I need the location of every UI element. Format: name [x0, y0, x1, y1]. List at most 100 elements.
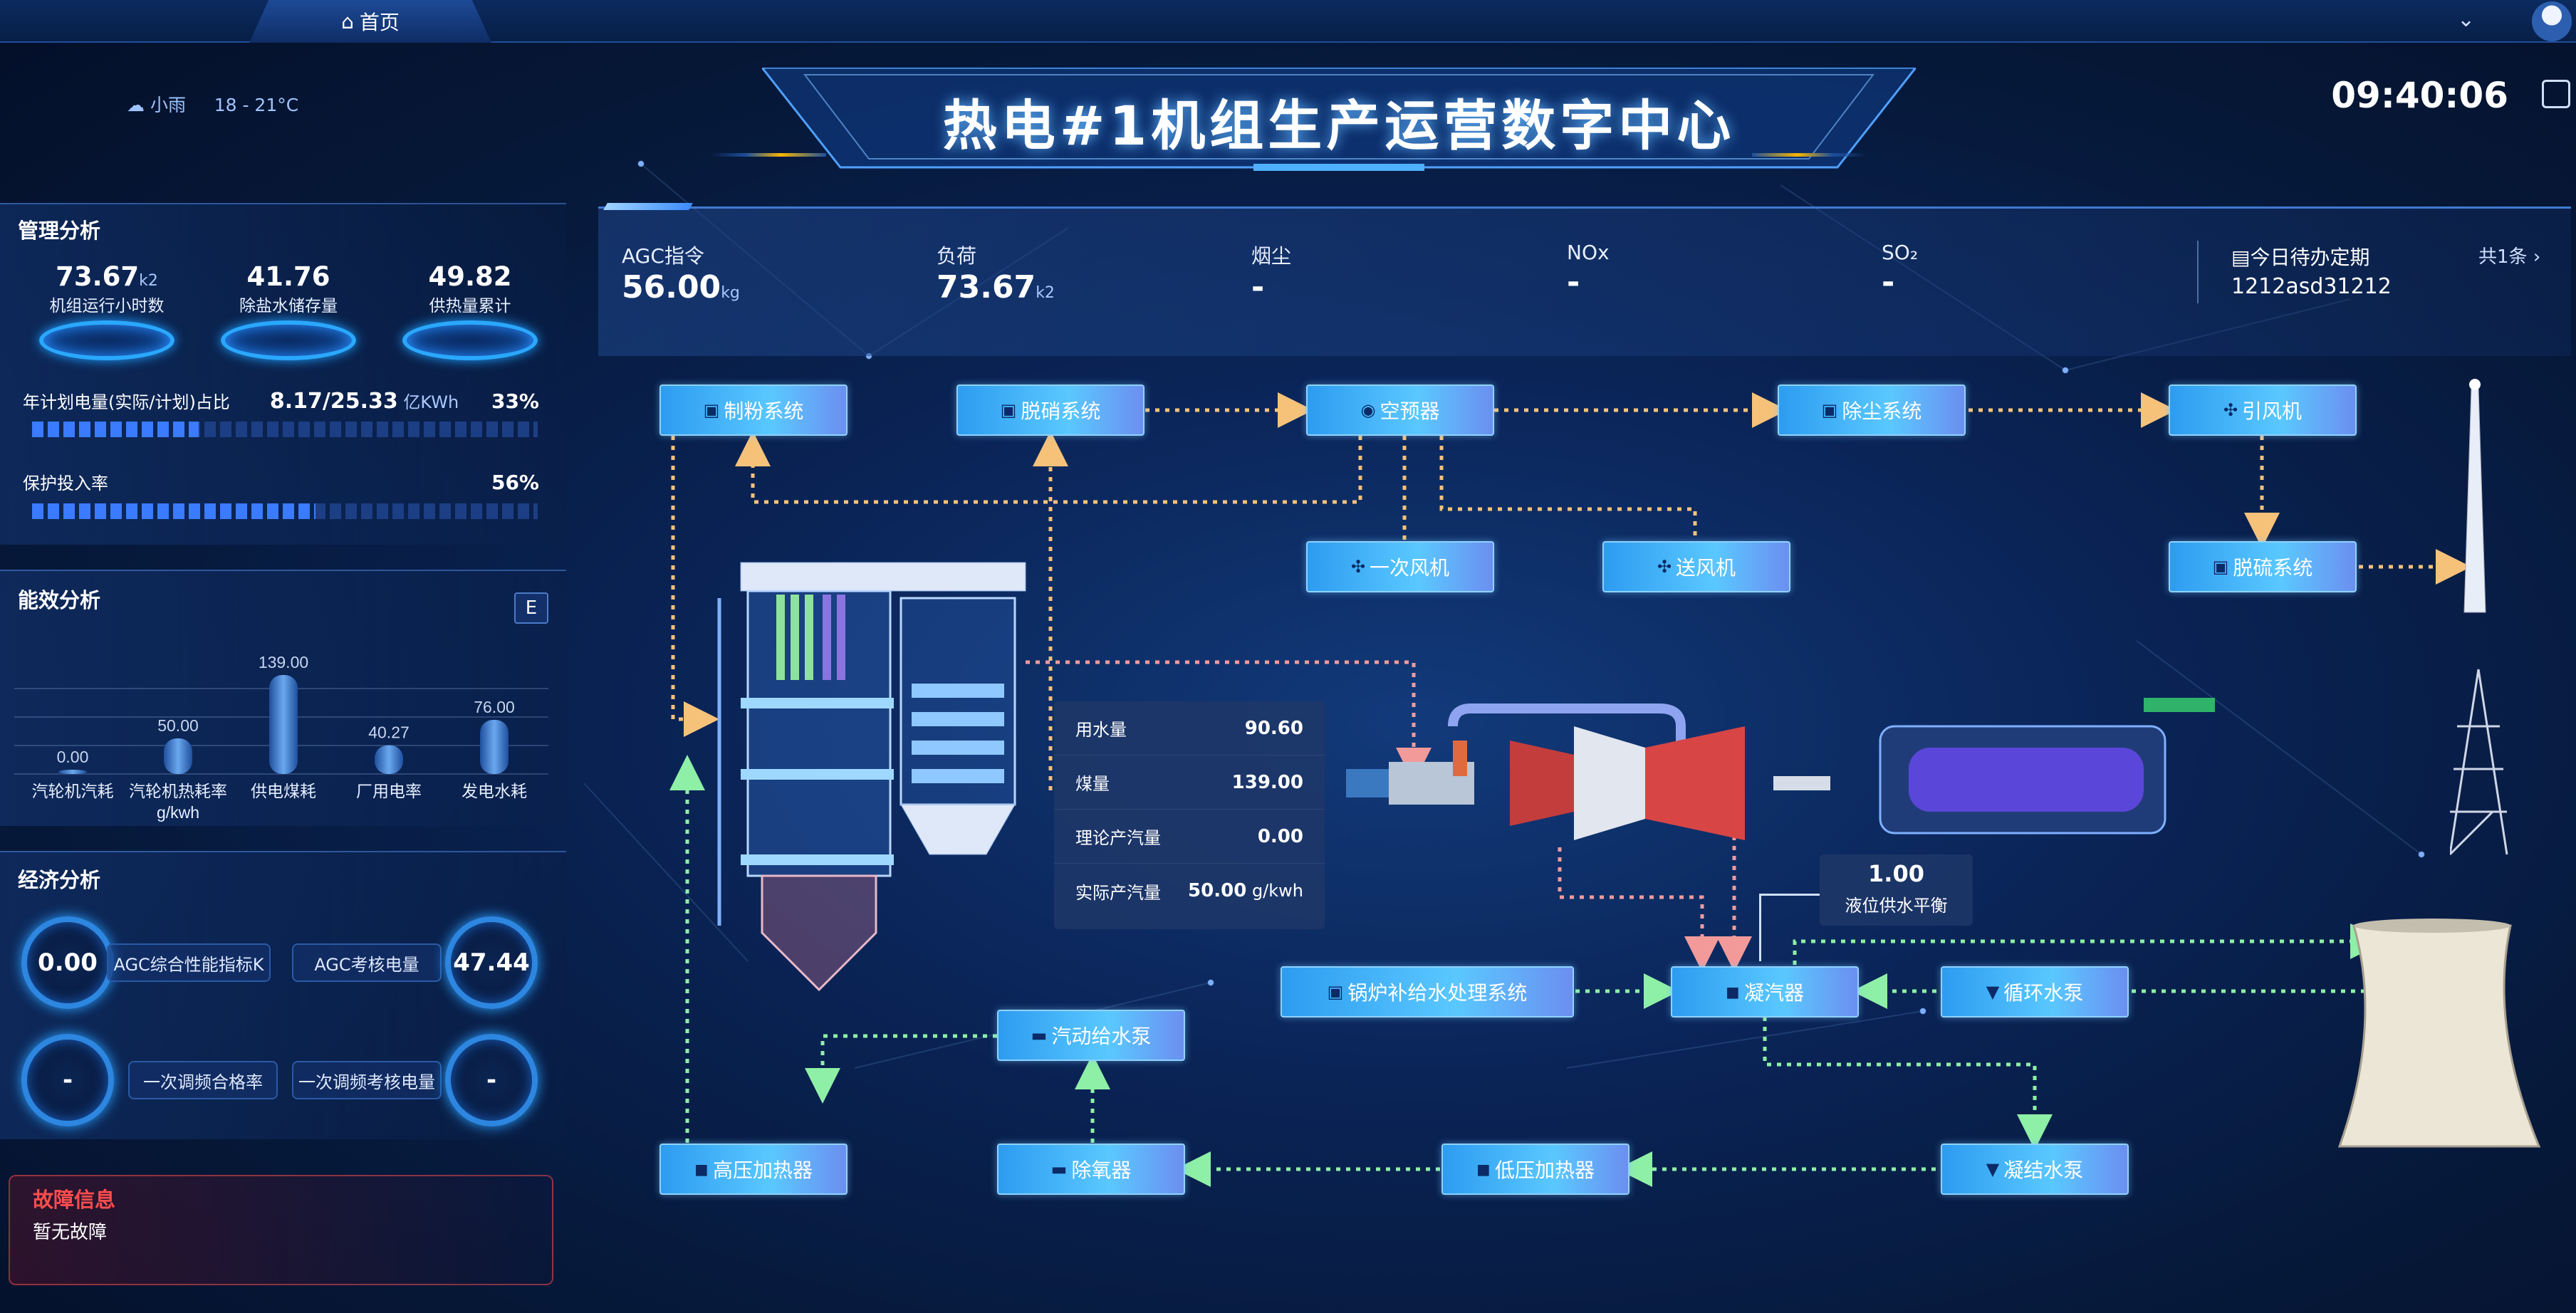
todo-count-link[interactable]: 共1条 ›: [2478, 242, 2540, 268]
node-label: 送风机: [1676, 556, 1736, 580]
node-label: 高压加热器: [712, 1158, 813, 1182]
metric-label: 烟尘: [1251, 244, 1292, 268]
metric-agc: AGC指令 56.00kg: [622, 241, 740, 305]
kpi-heat-supply: 49.82 供热量累计: [388, 261, 552, 360]
metric-value: -: [1567, 264, 1580, 300]
node-circulating-pump[interactable]: ▼循环水泵: [1941, 966, 2129, 1018]
kpi-demineralized-water: 41.76 除盐水储存量: [207, 261, 370, 360]
node-pulverizer[interactable]: ▣制粉系统: [659, 385, 848, 436]
node-label: 汽动给水泵: [1051, 1025, 1152, 1048]
home-icon: ⌂: [341, 9, 354, 33]
plan-value: 8.17/25.33: [269, 389, 398, 414]
protect-percent: 56%: [491, 471, 539, 494]
level-connector: [1759, 894, 1820, 896]
metric-value: 56.00: [622, 269, 721, 305]
node-label: 循环水泵: [2003, 981, 2084, 1005]
bar-category-label: 发电水耗: [462, 782, 527, 800]
ring-decoration: [39, 320, 174, 360]
info-value: 90.60: [1244, 717, 1303, 739]
boiler-illustration: [717, 562, 1026, 992]
axis-unit-label: g/kwh: [157, 803, 199, 822]
water-treatment-icon: ▣: [1327, 982, 1344, 1002]
todo-label: 今日待办定期: [2250, 246, 2370, 269]
metric-load: 负荷 73.67k2: [937, 241, 1055, 305]
todo-item[interactable]: 1212asd31212: [2231, 274, 2392, 299]
fault-panel: 故障信息 暂无故障: [9, 1175, 553, 1285]
node-air-preheater[interactable]: ◉空预器: [1306, 385, 1494, 436]
bar-category-label: 供电煤耗: [251, 782, 316, 800]
metric-value: -: [1882, 264, 1895, 300]
info-label: 理论产汽量: [1075, 828, 1161, 848]
weather-text: 小雨: [150, 95, 186, 115]
node-condenser[interactable]: ◼凝汽器: [1671, 966, 1859, 1018]
deaerator-icon: ▬: [1050, 1159, 1068, 1179]
management-title: 管理分析: [18, 219, 101, 243]
bar-category-label: 汽轮机汽耗: [32, 782, 114, 800]
node-feed-pump[interactable]: ▬汽动给水泵: [997, 1010, 1185, 1061]
kpi-run-hours: 73.67k2 机组运行小时数: [25, 261, 189, 360]
metric-value: 73.67: [937, 269, 1036, 305]
kpi-value: 49.82: [428, 261, 512, 292]
bar-value-label: 76.00: [474, 698, 515, 716]
node-dust-removal[interactable]: ▣除尘系统: [1778, 385, 1966, 436]
node-label: 引风机: [2242, 399, 2303, 423]
title-banner: 热电#1机组生产运营数字中心: [762, 68, 1916, 174]
economy-title: 经济分析: [18, 868, 101, 892]
node-hp-heater[interactable]: ◼高压加热器: [659, 1144, 848, 1195]
agc-energy-label: AGC考核电量: [292, 943, 442, 982]
metric-unit: kg: [721, 284, 740, 302]
node-makeup-water[interactable]: ▣锅炉补给水处理系统: [1281, 966, 1574, 1018]
freq-assess-gauge: -: [445, 1034, 538, 1126]
node-lp-heater[interactable]: ◼低压加热器: [1441, 1144, 1629, 1195]
energy-bar: [480, 720, 509, 774]
info-label: 用水量: [1075, 720, 1127, 740]
fault-title: 故障信息: [33, 1188, 116, 1212]
todo-count: 共1条: [2478, 246, 2528, 268]
fullscreen-icon[interactable]: [2542, 80, 2570, 108]
node-desulfurization[interactable]: ▣脱硫系统: [2169, 541, 2357, 592]
bar-category-label: 厂用电率: [356, 782, 422, 800]
strip-divider: [2197, 241, 2199, 303]
kpi-value: 41.76: [246, 261, 330, 292]
metric-value: -: [1251, 269, 1265, 305]
economy-panel: 经济分析 0.00 AGC综合性能指标K AGC考核电量 47.44 - 一次调…: [0, 851, 566, 1139]
metric-label: 负荷: [937, 244, 977, 268]
node-label: 制粉系统: [724, 399, 804, 423]
page-title: 热电#1机组生产运营数字中心: [942, 94, 1736, 157]
chimney-illustration: [2450, 379, 2508, 856]
node-induced-fan[interactable]: ✣引风机: [2169, 385, 2357, 436]
node-forced-fan[interactable]: ✣送风机: [1602, 541, 1790, 592]
protect-progress-bar: [32, 503, 538, 519]
info-label: 煤量: [1075, 774, 1110, 794]
bar-value-label: 40.27: [368, 723, 410, 742]
desulfurization-icon: ▣: [2212, 557, 2229, 577]
node-label: 低压加热器: [1494, 1158, 1595, 1182]
level-connector: [1759, 894, 1761, 961]
dust-removal-icon: ▣: [1821, 400, 1838, 420]
node-denitration[interactable]: ▣脱硝系统: [956, 385, 1144, 436]
node-deaerator[interactable]: ▬除氧器: [997, 1144, 1185, 1195]
level-box: 1.00 液位供水平衡: [1820, 854, 1973, 926]
metrics-strip: [598, 206, 2571, 356]
agc-k-label: AGC综合性能指标K: [107, 943, 271, 982]
node-primary-fan[interactable]: ✣一次风机: [1306, 541, 1494, 592]
node-condensate-pump[interactable]: ▼凝结水泵: [1941, 1144, 2129, 1195]
node-label: 凝结水泵: [2003, 1158, 2084, 1182]
node-label: 空预器: [1380, 399, 1440, 423]
export-button[interactable]: E: [514, 592, 548, 624]
node-label: 脱硝系统: [1021, 399, 1101, 423]
avatar[interactable]: [2532, 1, 2572, 41]
info-unit: g/kwh: [1251, 881, 1303, 901]
chevron-down-icon[interactable]: ⌄: [2457, 7, 2476, 32]
node-label: 除氧器: [1071, 1158, 1132, 1182]
freq-pass-gauge: -: [21, 1034, 114, 1126]
clock: 09:40:06: [2331, 75, 2508, 116]
tab-home[interactable]: ⌂ 首页: [249, 0, 491, 43]
energy-title: 能效分析: [18, 588, 101, 612]
pump-icon: ▬: [1031, 1025, 1048, 1045]
plan-unit: 亿KWh: [403, 392, 459, 412]
